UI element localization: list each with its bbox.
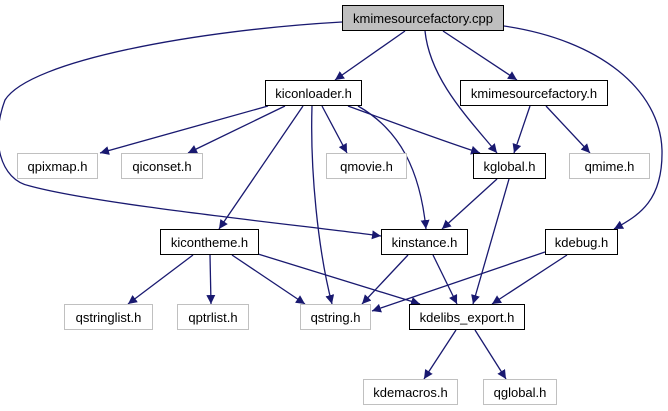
node-label: qptrlist.h xyxy=(188,309,238,325)
edge-kicontheme-h-to-kdelibs-export-h xyxy=(257,253,421,306)
edge-kmimesourcefactory-h-to-kglobal-h xyxy=(512,105,531,154)
edge-kiconloader-h-to-qiconset-h xyxy=(187,105,286,154)
node-label: qmime.h xyxy=(584,158,635,174)
node-label: qglobal.h xyxy=(493,384,547,400)
node-kglobal-h[interactable]: kglobal.h xyxy=(473,153,546,179)
node-label: kdebug.h xyxy=(554,234,609,250)
edge-kmimesourcefactory-h-to-qmime-h xyxy=(545,105,591,154)
node-qiconset-h[interactable]: qiconset.h xyxy=(121,153,203,179)
edge-kicontheme-h-to-qstringlist-h xyxy=(127,254,194,305)
edge-kiconloader-h-to-qmovie-h xyxy=(321,105,348,154)
edge-kinstance-h-to-kdelibs-export-h xyxy=(432,254,458,305)
node-qstringlist-h[interactable]: qstringlist.h xyxy=(64,304,153,330)
edge-kiconloader-h-to-qstring-h xyxy=(311,105,335,305)
node-kdelibs-export-h[interactable]: kdelibs_export.h xyxy=(409,304,525,330)
edge-kicontheme-h-to-qstring-h xyxy=(231,254,306,305)
edge-kmimesourcefactory-cpp-to-kdebug-h xyxy=(503,25,663,230)
node-label: kinstance.h xyxy=(391,234,458,250)
node-kmimesourcefactory-cpp[interactable]: kmimesourcefactory.cpp xyxy=(342,5,504,31)
node-label: kdelibs_export.h xyxy=(419,309,515,325)
node-label: qpixmap.h xyxy=(27,158,88,174)
node-label: kglobal.h xyxy=(483,158,536,174)
node-kinstance-h[interactable]: kinstance.h xyxy=(381,229,468,255)
edge-kglobal-h-to-kdelibs-export-h xyxy=(471,178,510,305)
edge-kdebug-h-to-kdelibs-export-h xyxy=(491,254,568,305)
node-qstring-h[interactable]: qstring.h xyxy=(300,304,371,330)
node-label: qstringlist.h xyxy=(75,309,142,325)
edge-kicontheme-h-to-qptrlist-h xyxy=(206,254,216,305)
node-label: qstring.h xyxy=(310,309,361,325)
edge-kdelibs-export-h-to-qglobal-h xyxy=(474,329,507,380)
node-kiconloader-h[interactable]: kiconloader.h xyxy=(265,80,362,106)
edge-kglobal-h-to-kinstance-h xyxy=(441,178,498,230)
node-label: kiconloader.h xyxy=(275,85,352,101)
node-kicontheme-h[interactable]: kicontheme.h xyxy=(160,229,259,255)
node-qglobal-h[interactable]: qglobal.h xyxy=(483,379,557,405)
node-label: kdemacros.h xyxy=(373,384,448,400)
node-label: kmimesourcefactory.cpp xyxy=(353,10,493,26)
edge-kmimesourcefactory-cpp-to-kglobal-h xyxy=(424,30,498,154)
node-label: kicontheme.h xyxy=(170,234,249,250)
edge-kiconloader-h-to-kglobal-h xyxy=(347,105,481,155)
edge-kmimesourcefactory-cpp-to-kmimesourcefactory-h xyxy=(442,30,518,81)
edge-kiconloader-h-to-qpixmap-h xyxy=(99,105,269,155)
edge-kmimesourcefactory-cpp-to-kinstance-h xyxy=(0,21,382,240)
node-qptrlist-h[interactable]: qptrlist.h xyxy=(177,304,249,330)
node-kdebug-h[interactable]: kdebug.h xyxy=(545,229,618,255)
node-label: kmimesourcefactory.h xyxy=(470,85,598,101)
node-label: qmovie.h xyxy=(340,158,393,174)
edge-kdelibs-export-h-to-kdemacros-h xyxy=(423,329,457,380)
node-qmime-h[interactable]: qmime.h xyxy=(569,153,650,179)
edge-kinstance-h-to-qstring-h xyxy=(361,254,409,305)
edge-kdebug-h-to-qstring-h xyxy=(371,251,546,313)
node-qpixmap-h[interactable]: qpixmap.h xyxy=(17,153,98,179)
node-label: qiconset.h xyxy=(132,158,192,174)
node-qmovie-h[interactable]: qmovie.h xyxy=(326,153,407,179)
node-kdemacros-h[interactable]: kdemacros.h xyxy=(363,379,458,405)
edge-kmimesourcefactory-cpp-to-kiconloader-h xyxy=(334,30,406,81)
edge-kiconloader-h-to-kicontheme-h xyxy=(218,105,304,230)
node-kmimesourcefactory-h[interactable]: kmimesourcefactory.h xyxy=(460,80,608,106)
